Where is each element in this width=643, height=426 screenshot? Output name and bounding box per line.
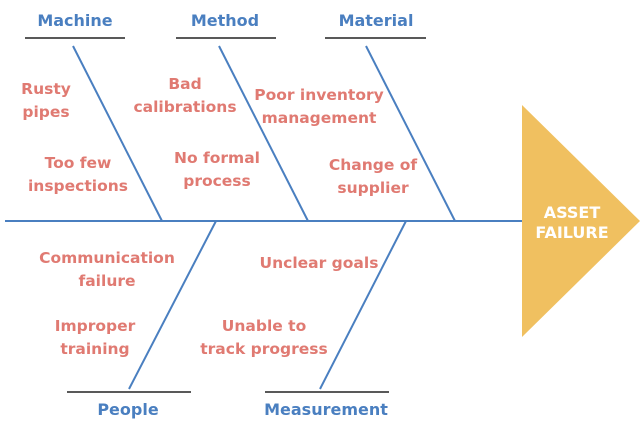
bone-method bbox=[218, 45, 309, 222]
category-people: People bbox=[97, 400, 159, 419]
bone-people bbox=[128, 220, 217, 390]
category-measurement: Measurement bbox=[264, 400, 388, 419]
category-method: Method bbox=[191, 11, 259, 30]
bone-material bbox=[365, 45, 456, 222]
cause-unclear-goals: Unclear goals bbox=[260, 254, 379, 272]
effect-arrow-head bbox=[522, 105, 640, 337]
category-material: Material bbox=[339, 11, 414, 30]
category-machine: Machine bbox=[37, 11, 112, 30]
bone-measurement bbox=[319, 220, 407, 390]
bone-machine bbox=[72, 45, 163, 222]
